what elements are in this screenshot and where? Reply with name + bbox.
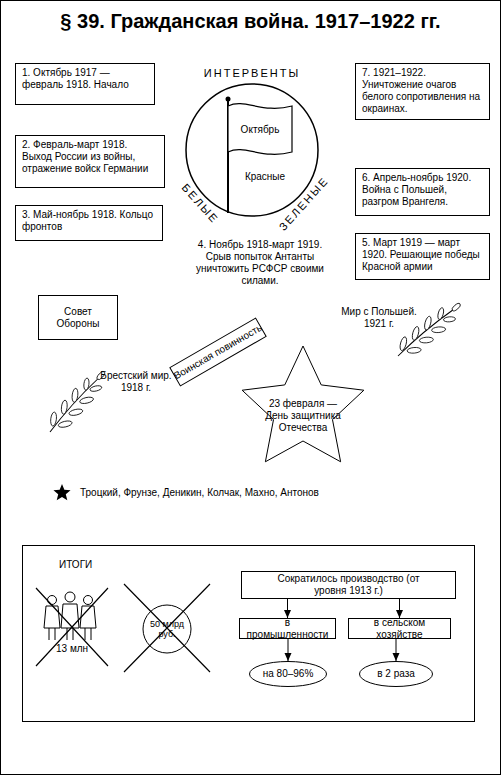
- node-text: ЗЕЛЕНЫЕ: [276, 174, 331, 233]
- person-legs: [49, 628, 55, 640]
- node-text: на 80–96%: [263, 668, 314, 680]
- node-text: 7. 1921–1922. Уничтожение очагов белого …: [362, 67, 483, 115]
- sector-box: в промышленности: [239, 618, 336, 639]
- person-head: [48, 596, 57, 605]
- council-box: Совет Обороны: [38, 295, 118, 340]
- node-text: 50 млрд руб.: [149, 619, 185, 640]
- node-text: 23 февраля — День защитника Отечества: [261, 398, 345, 434]
- stage-box: 3. Май-ноябрь 1918. Кольцо фронтов: [15, 205, 163, 241]
- person-head: [84, 596, 93, 605]
- production-box: Сократилось производство (от уровня 1913…: [241, 571, 456, 599]
- node-text: Сократилось производство (от уровня 1913…: [274, 573, 424, 597]
- note-text: 4. Ноябрь 1918-март 1919. Срыв попыток А…: [185, 239, 335, 287]
- stage-box: 2. Февраль-март 1918. Выход России из во…: [15, 135, 165, 188]
- conscription-box: Воинская повинность: [169, 317, 267, 386]
- result-oval: на 80–96%: [249, 661, 327, 687]
- laurel-branch: [390, 295, 468, 366]
- node-text: ИТОГИ: [59, 559, 92, 571]
- node-text: в промышленности: [243, 617, 332, 641]
- person-body: [44, 606, 60, 628]
- connector-line: [287, 599, 288, 618]
- flag-symbol: [228, 104, 292, 155]
- person-legs: [85, 628, 91, 640]
- circle-shape: [186, 84, 318, 216]
- results-box: ИТОГИ 50 млрд руб. Сократилось производств…: [22, 545, 475, 722]
- sector-box: в сельском хозяйстве: [348, 618, 451, 639]
- node-text: 1. Октябрь 1917 — февраль 1918. Начало: [22, 67, 148, 91]
- note-text: Мир с Польшей. 1921 г.: [336, 306, 422, 330]
- connector-arrow: [396, 599, 403, 618]
- loss-circle: 50 млрд руб.: [142, 604, 192, 654]
- person-head: [65, 592, 75, 602]
- figure-label: 13 млн: [56, 643, 88, 655]
- node-text: ИНТЕРВЕНТЫ: [204, 67, 300, 80]
- node-text: в 2 раза: [377, 668, 415, 680]
- star-shape: [242, 346, 364, 462]
- node-text: в сельском хозяйстве: [352, 617, 447, 641]
- node-text: 3. Май-ноябрь 1918. Кольцо фронтов: [22, 209, 156, 233]
- cross-mark: [124, 584, 210, 672]
- flag-knob: [226, 97, 231, 102]
- oval-shape: [250, 662, 327, 687]
- connector-arrow: [285, 639, 292, 661]
- circle-outline: [168, 58, 336, 240]
- connector-arrow: [284, 599, 291, 618]
- connector-line: [396, 639, 397, 661]
- oval-shape: [360, 662, 433, 687]
- node-text: 6. Апрель-ноябрь 1920. Война с Польшей, …: [362, 172, 483, 208]
- connector-line: [288, 639, 289, 661]
- stage-box: 1. Октябрь 1917 — февраль 1918. Начало: [15, 63, 155, 105]
- node-text: Октябрь: [241, 124, 280, 136]
- connector-line: [399, 599, 400, 618]
- stage-box: 6. Апрель-ноябрь 1920. Война с Польшей, …: [355, 168, 490, 216]
- stage-box: 5. Март 1919 — март 1920. Решающие побед…: [355, 233, 490, 280]
- bullet-star: [53, 484, 70, 500]
- arrow-head: [396, 610, 403, 618]
- arrow-head: [284, 610, 291, 618]
- node-text: Воинская повинность: [172, 322, 265, 382]
- note-text: Брестский мир. 1918 г.: [100, 370, 172, 394]
- node-text: 2. Февраль-март 1918. Выход России из во…: [22, 139, 158, 175]
- forces-circle: ИНТЕРВЕНТЫОктябрьКрасныеБЕЛЫЕЗЕЛЕНЫЕ: [168, 58, 336, 240]
- people-icon: [44, 592, 96, 640]
- node-text: Совет Обороны: [42, 306, 114, 330]
- stage-box: 7. 1921–1922. Уничтожение очагов белого …: [355, 63, 490, 120]
- circle-shape: [143, 605, 191, 653]
- result-oval: в 2 раза: [359, 661, 433, 687]
- arrow-head: [285, 653, 292, 661]
- note-text: Троцкий, Фрунзе, Деникин, Колчак, Махно,…: [80, 487, 400, 499]
- node-text: 5. Март 1919 — март 1920. Решающие побед…: [362, 237, 483, 273]
- node-text: Красные: [245, 171, 285, 183]
- arrow-head: [393, 653, 400, 661]
- title-text: § 39. Гражданская война. 1917–1922 гг.: [0, 9, 501, 33]
- cross-mark: [36, 588, 108, 666]
- holiday-star: 23 февраля — День защитника Отечества: [244, 344, 362, 468]
- connector-arrow: [393, 639, 400, 661]
